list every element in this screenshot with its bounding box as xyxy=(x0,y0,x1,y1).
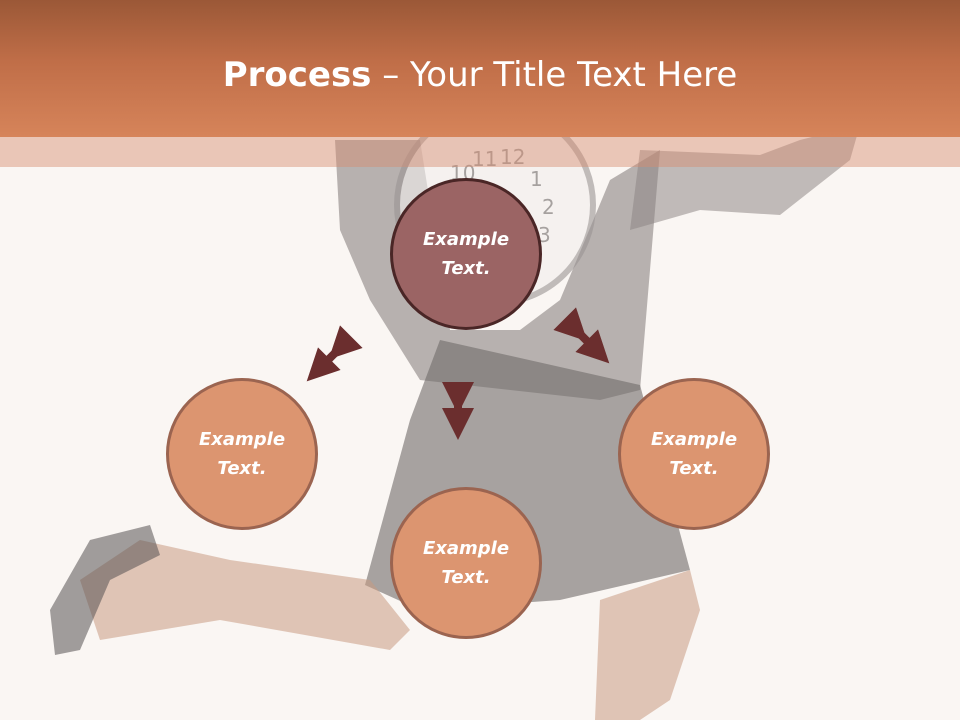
circle-top[interactable]: Example Text. xyxy=(390,178,542,330)
title-rest: – Your Title Text Here xyxy=(371,55,738,95)
circle-left[interactable]: Example Text. xyxy=(166,378,318,530)
circle-right[interactable]: Example Text. xyxy=(618,378,770,530)
clock-number: 3 xyxy=(538,223,551,247)
circle-left-text: Example Text. xyxy=(198,429,286,479)
circle-right-text: Example Text. xyxy=(650,429,738,479)
clock-number: 2 xyxy=(542,195,555,219)
circle-bottom[interactable]: Example Text. xyxy=(390,487,542,639)
circle-top-text: Example Text. xyxy=(422,229,510,279)
circle-bottom-text: Example Text. xyxy=(422,538,510,588)
title-bold: Process xyxy=(222,55,372,95)
clock-number: 12 xyxy=(500,145,525,169)
clock-number: 11 xyxy=(472,147,497,171)
slide-title: Process – Your Title Text Here xyxy=(0,50,960,100)
title-strip xyxy=(0,137,960,167)
title-bar xyxy=(0,0,960,137)
clock-number: 1 xyxy=(530,167,543,191)
